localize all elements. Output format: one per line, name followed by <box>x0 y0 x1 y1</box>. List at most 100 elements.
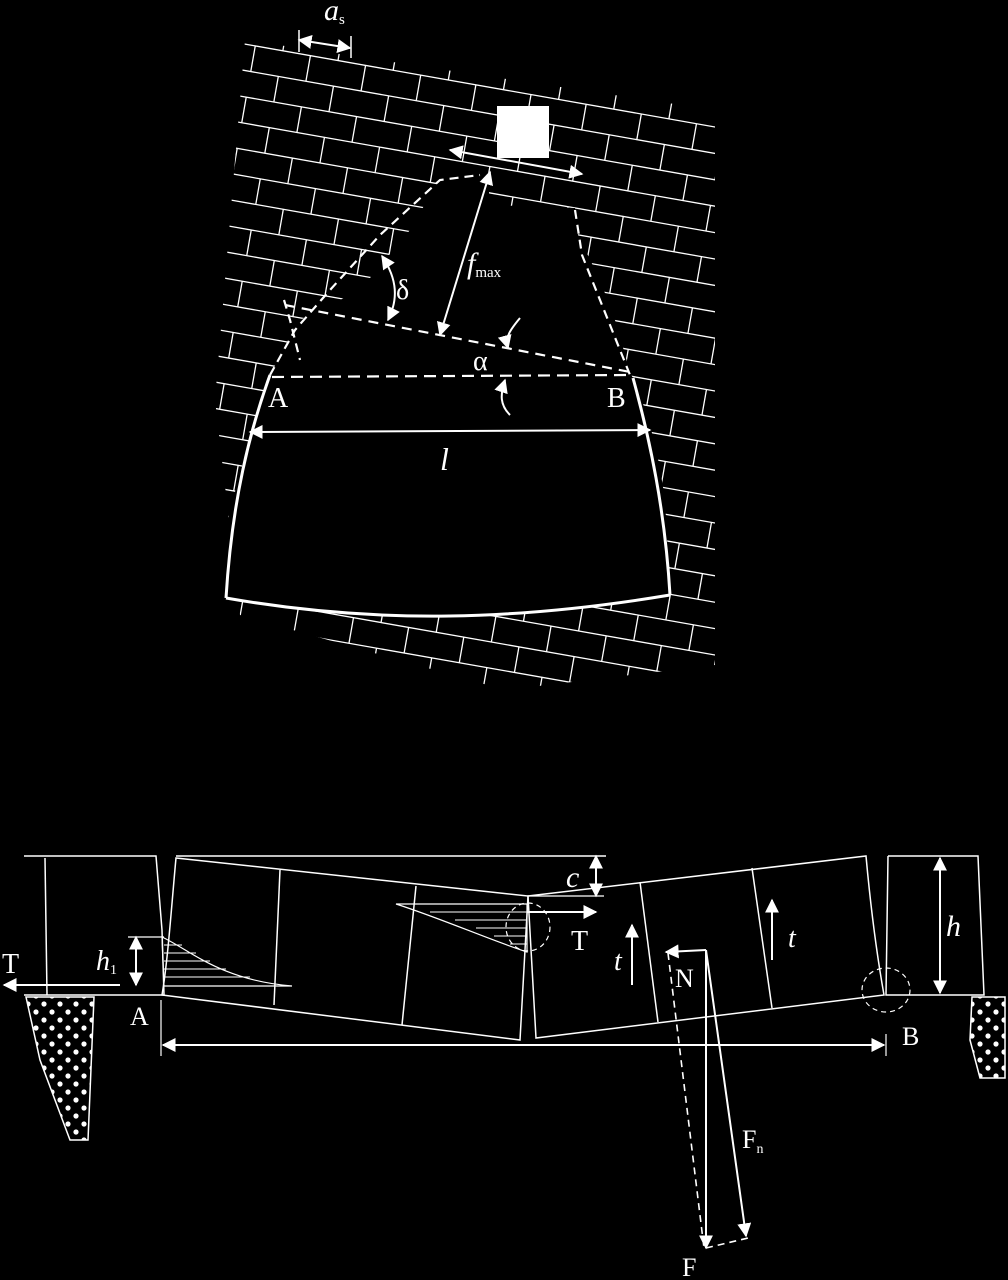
brick-joint-line <box>688 624 695 651</box>
brick-joint-line <box>685 809 690 835</box>
brick-joint-line <box>668 93 675 119</box>
brick-joint-line <box>616 718 621 744</box>
brick-joint-line <box>215 250 220 277</box>
brick-joint-line <box>502 63 509 90</box>
brick-joint-line <box>752 266 757 292</box>
brick-joint-line <box>724 103 729 129</box>
brick-joint-line <box>264 127 270 154</box>
brick-joint-line <box>164 374 169 400</box>
brick-joint-line <box>207 619 212 645</box>
brick-joint-line <box>174 323 179 349</box>
right-block-crack <box>639 881 659 1023</box>
brick-joint-line <box>656 645 662 672</box>
brick-joint-line <box>595 185 601 212</box>
brick-joint-line <box>118 313 123 339</box>
brick-joint-line <box>123 446 128 472</box>
brick-joint-line <box>803 460 808 486</box>
brick-joint-line <box>159 241 164 267</box>
brick-joint-line <box>100 415 105 441</box>
right-block <box>527 855 885 1039</box>
brick-joint-line <box>802 143 807 169</box>
bottom-point-a: A <box>130 1002 149 1031</box>
brick-joint-line <box>632 297 638 324</box>
brick-joint-line <box>201 169 206 195</box>
brick-joint-line <box>756 82 761 108</box>
brick-joint-line <box>299 741 304 767</box>
brick-joint-line <box>505 698 510 724</box>
brick-joint-line <box>136 211 141 237</box>
force-n-arrow <box>664 944 707 959</box>
brick-joint-line <box>512 13 517 39</box>
brick-joint-line <box>701 389 708 416</box>
ab-line <box>271 373 633 379</box>
brick-joint-line <box>360 65 367 92</box>
brick-joint-line <box>790 695 795 721</box>
brick-joint-line <box>146 476 151 502</box>
brick-joint-line <box>328 86 335 112</box>
brick-joint-line <box>717 788 722 814</box>
brick-joint-line <box>871 235 876 261</box>
brick-joint-line <box>659 144 666 171</box>
left-stress-hatch <box>164 944 250 978</box>
brick-joint-line <box>770 164 775 190</box>
alpha-arc-top <box>497 317 521 350</box>
force-n-label: N <box>675 964 694 993</box>
brick-course-line <box>215 619 715 690</box>
brick-joint-line <box>601 635 607 662</box>
left-block-crack-2 <box>401 885 417 1026</box>
brick-joint-line <box>834 122 839 148</box>
brick-joint-line <box>351 116 358 143</box>
brick-joint-line <box>645 62 651 89</box>
brick-joint-line <box>241 97 247 123</box>
brick-joint-line <box>716 471 721 497</box>
brick-joint-line <box>821 358 826 384</box>
brick-joint-line <box>843 71 848 97</box>
brick-joint-line <box>110 681 115 707</box>
brick-joint-line <box>221 701 226 727</box>
brick-joint-line <box>348 617 355 644</box>
brick-joint-line <box>714 154 715 180</box>
top-point-a: A <box>268 383 289 414</box>
brick-joint-line <box>260 311 266 338</box>
right-support <box>969 996 1006 1079</box>
brick-joint-line <box>218 66 224 93</box>
brick-joint-line <box>775 297 780 323</box>
force-f-label: F <box>682 1253 696 1280</box>
brick-joint-line <box>678 358 685 385</box>
brick-joint-line <box>197 353 202 379</box>
middle-stress-hatch <box>430 911 527 945</box>
brick-joint-line <box>409 760 414 786</box>
brick-joint-line <box>880 183 885 209</box>
brick-joint-line <box>812 409 817 435</box>
brick-joint-line <box>710 338 715 365</box>
brick-joint-line <box>55 671 60 697</box>
brick-joint-line <box>418 709 423 735</box>
brick-joint-line <box>536 677 543 690</box>
brick-joint-line <box>590 52 596 79</box>
brick-joint-line <box>232 148 238 175</box>
brick-joint-line <box>184 589 189 615</box>
brick-joint-line <box>457 3 462 29</box>
brick-joint-line <box>780 430 785 456</box>
brick-joint-line <box>735 686 740 712</box>
brick-joint-line <box>674 543 681 569</box>
brick-joint-line <box>730 553 735 579</box>
brick-joint-line <box>282 40 289 51</box>
brick-joint-line <box>757 399 762 425</box>
brick-joint-line <box>889 132 894 158</box>
brick-joint-line <box>242 414 248 440</box>
brick-joint-line <box>575 789 580 815</box>
brick-joint-line <box>665 594 671 621</box>
top-point-b: B <box>607 383 626 414</box>
brick-joint-line <box>682 174 689 201</box>
brick-joint-line <box>749 767 754 793</box>
left-block-crack <box>273 869 281 1006</box>
brick-joint-line <box>571 155 578 182</box>
brick-joint-line <box>721 604 726 630</box>
brick-joint-line <box>105 548 110 574</box>
brick-joint-line <box>132 395 137 421</box>
brick-course-line <box>55 697 784 825</box>
brick-joint-line <box>771 481 776 507</box>
brick-joint-line <box>402 0 407 19</box>
